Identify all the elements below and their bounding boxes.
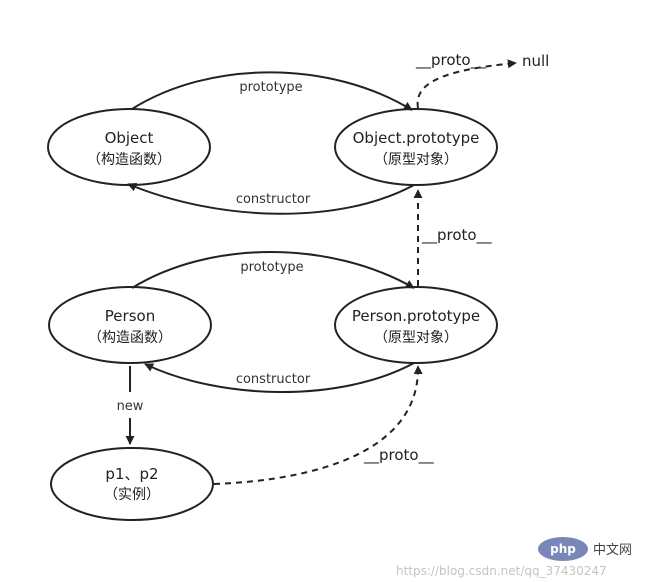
object-prototype-node: Object.prototype （原型对象）: [334, 108, 498, 186]
watermark: https://blog.csdn.net/qq_37430247 php 中文…: [396, 537, 632, 578]
person-prototype-edge-label: prototype: [240, 260, 303, 275]
watermark-site: 中文网: [593, 543, 632, 558]
person-constructor-title: Person: [105, 307, 155, 325]
person-constructor-edge: [144, 362, 415, 393]
proto-instance-to-person-label: __proto__: [363, 446, 434, 465]
object-constructor-node: Object （构造函数）: [47, 108, 211, 186]
instances-node: p1、p2 （实例）: [50, 447, 214, 521]
instances-title: p1、p2: [105, 465, 158, 483]
object-constructor-edge-label: constructor: [236, 192, 311, 207]
person-prototype-edge: [131, 251, 415, 289]
null-label: null: [522, 52, 549, 70]
proto-object-to-null-edge: [416, 59, 517, 109]
new-edge-label: new: [117, 399, 144, 414]
person-prototype-title: Person.prototype: [352, 307, 480, 325]
object-prototype-edge: [131, 71, 413, 111]
watermark-url: https://blog.csdn.net/qq_37430247: [396, 564, 607, 578]
php-badge: [538, 537, 588, 561]
object-prototype-title: Object.prototype: [353, 129, 480, 147]
person-prototype-subtitle: （原型对象）: [374, 330, 458, 346]
object-prototype-subtitle: （原型对象）: [374, 152, 458, 168]
object-prototype-edge-label: prototype: [239, 80, 302, 95]
person-prototype-node: Person.prototype （原型对象）: [334, 286, 498, 364]
person-constructor-edge-label: constructor: [236, 372, 311, 387]
object-constructor-subtitle: （构造函数）: [87, 152, 171, 168]
proto-person-to-object-label: __proto__: [421, 226, 492, 245]
proto-instance-to-person-edge: [213, 365, 423, 485]
object-constructor-edge: [127, 182, 415, 215]
person-constructor-node: Person （构造函数）: [48, 286, 212, 364]
object-constructor-title: Object: [105, 129, 154, 147]
proto-object-to-null-label: __proto__: [415, 51, 486, 70]
person-constructor-subtitle: （构造函数）: [88, 330, 172, 346]
php-badge-text: php: [550, 542, 576, 556]
instances-subtitle: （实例）: [104, 487, 160, 503]
